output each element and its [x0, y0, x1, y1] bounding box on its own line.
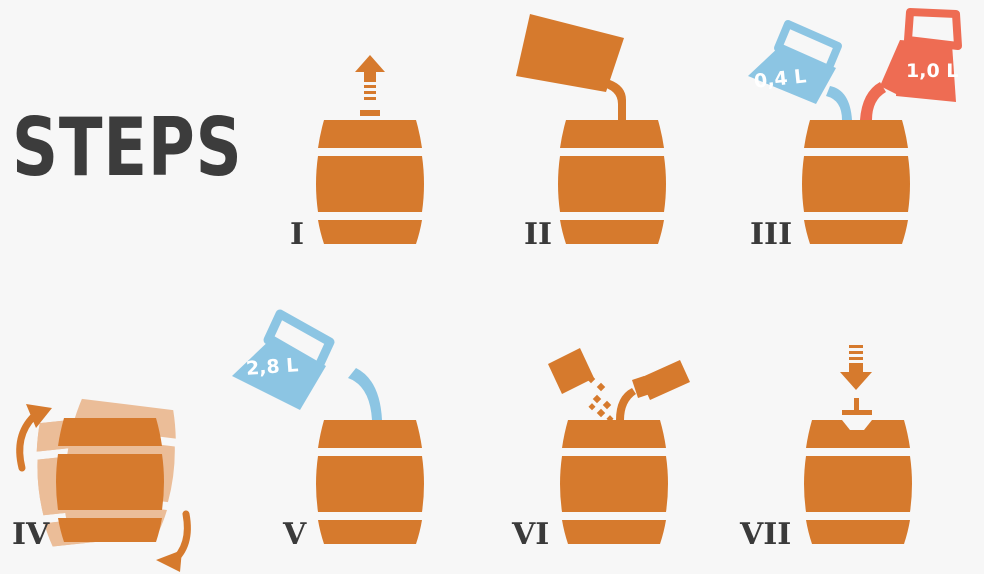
page-title: STEPS	[12, 108, 242, 188]
powder-icon	[587, 375, 614, 422]
packet-icon	[548, 348, 594, 394]
lid-icon	[360, 110, 380, 116]
jug-label-large-blue: 2,8 L	[245, 356, 299, 379]
barrel-icon	[560, 420, 668, 544]
step-3-illustration	[748, 12, 958, 244]
barrel-icon	[558, 120, 666, 244]
barrel-icon	[56, 418, 164, 542]
step-label-6: VI	[512, 520, 549, 550]
barrel-icon	[804, 420, 912, 544]
arrow-down-icon	[840, 345, 872, 390]
jug-label-small-blue: 0,4 L	[753, 67, 807, 91]
arrow-up-icon	[355, 55, 385, 100]
box-icon	[516, 14, 626, 122]
jug-icon	[880, 12, 958, 102]
barrel-icon	[316, 120, 424, 244]
step-label-5: V	[283, 520, 306, 550]
water-stream-icon	[826, 86, 852, 120]
barrel-icon	[802, 120, 910, 244]
lid-icon	[842, 398, 872, 415]
step-label-2: II	[524, 220, 552, 250]
step-label-1: I	[290, 220, 304, 250]
step-7-illustration	[804, 345, 912, 544]
barrel-icon	[316, 420, 424, 544]
bottle-icon	[616, 360, 690, 420]
red-stream-icon	[860, 82, 886, 120]
step-label-7: VII	[740, 520, 791, 550]
step-2-illustration	[516, 14, 666, 244]
step-1-illustration	[316, 55, 424, 244]
step-label-4: IV	[12, 520, 49, 550]
step-5-illustration	[232, 314, 424, 544]
water-stream-icon	[348, 368, 382, 420]
step-label-3: III	[750, 220, 792, 250]
step-6-illustration	[548, 348, 690, 544]
jug-label-red: 1,0 L	[906, 62, 958, 81]
